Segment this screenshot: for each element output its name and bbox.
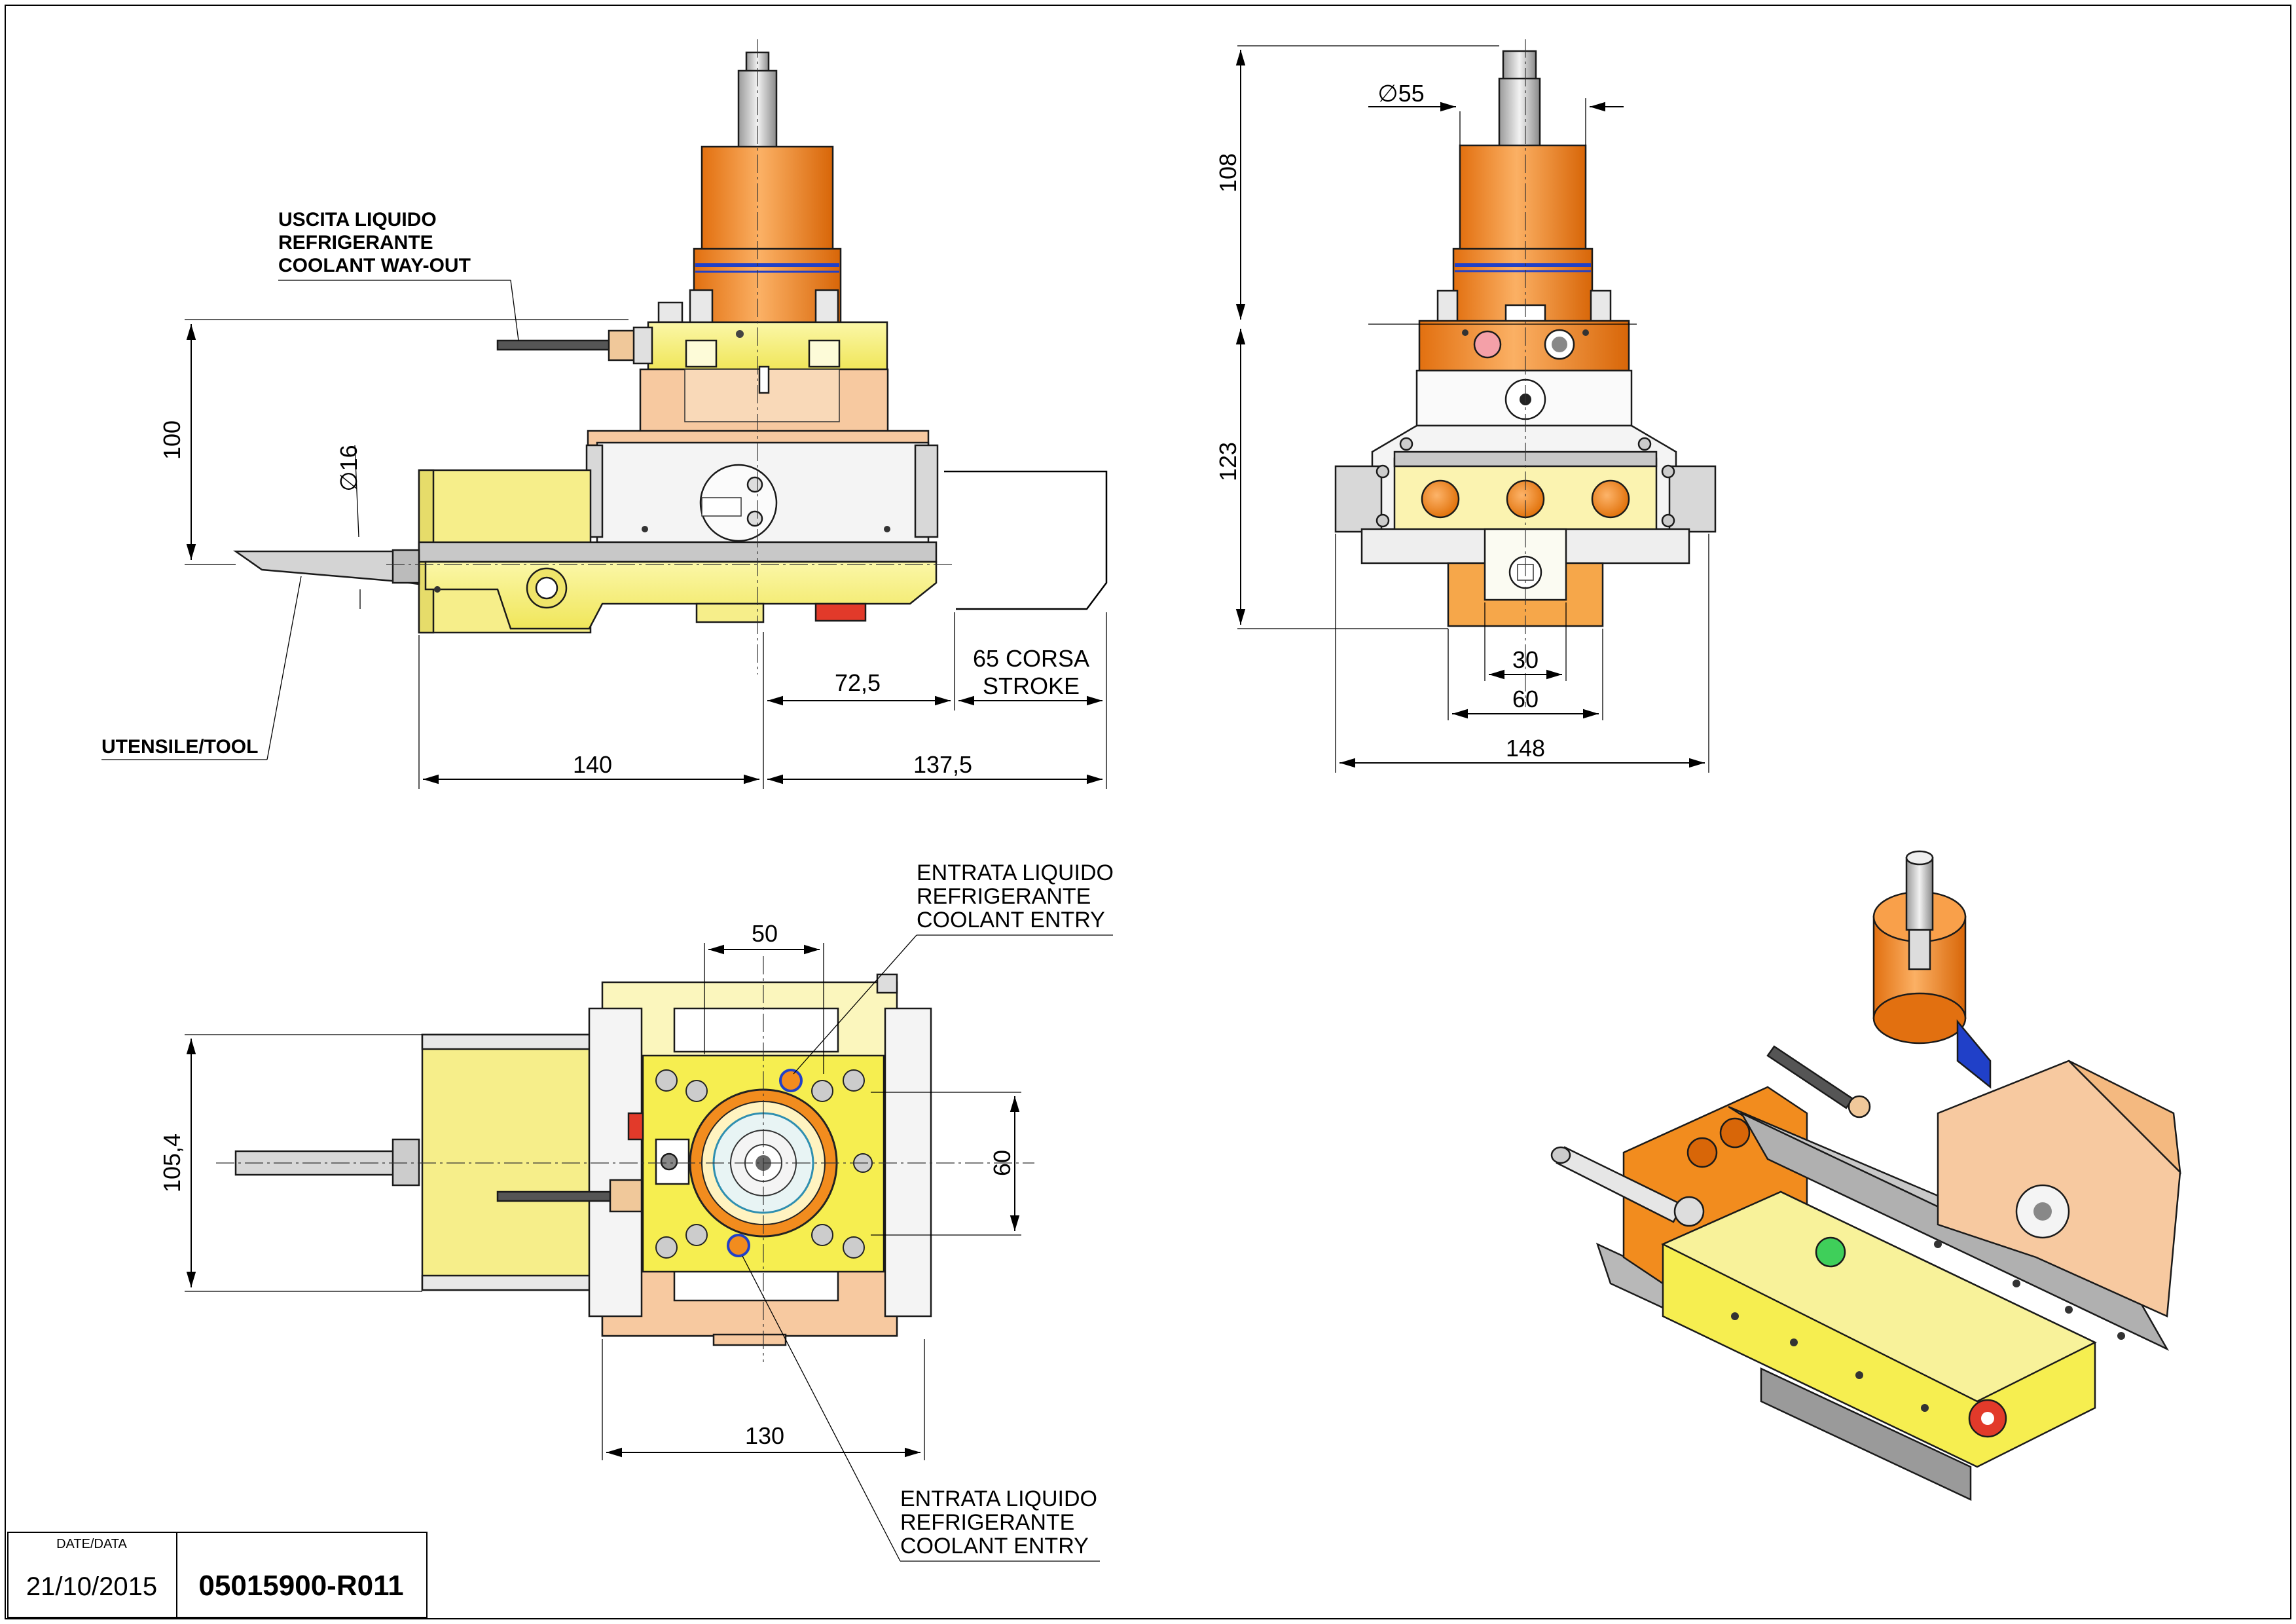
coolant-out-l1: USCITA LIQUIDO	[278, 209, 437, 231]
dim-front-30: 30	[1512, 646, 1539, 673]
motor-housing	[701, 145, 834, 259]
title-block: DATE/DATA 21/10/2015 05015900-R011	[7, 1532, 428, 1618]
dim-top-60: 60	[989, 1150, 1015, 1176]
coolant-in-bot-l2: REFRIGERANTE	[900, 1510, 1074, 1535]
dim-top-height: 105,4	[158, 1134, 185, 1192]
yellow-flange	[647, 321, 888, 371]
dim-side-diameter: ∅16	[335, 445, 362, 491]
coolant-in-top-l3: COOLANT ENTRY	[917, 908, 1105, 932]
coolant-entry-port-bottom	[727, 1234, 750, 1257]
coolant-out-pipe	[496, 339, 617, 351]
dim-front-width: 148	[1506, 735, 1545, 762]
coolant-port-red	[1473, 330, 1502, 359]
dim-front-body: 123	[1214, 442, 1241, 481]
drawing-code: 05015900-R011	[198, 1570, 403, 1602]
stroke-label-2: STROKE	[983, 673, 1080, 699]
dim-front-60: 60	[1512, 686, 1539, 712]
side-view: 100 ∅16 72,5 65 CORSA STROKE 140 137,5 U…	[101, 39, 1108, 789]
coolant-out-l3: COOLANT WAY-OUT	[278, 255, 471, 276]
iso-green-indicator	[1815, 1236, 1846, 1268]
dim-top-50: 50	[752, 920, 778, 947]
dim-side-mid: 72,5	[835, 669, 881, 696]
tool-label: UTENSILE/TOOL	[101, 736, 258, 758]
dim-side-left: 140	[573, 751, 612, 778]
red-nut	[814, 602, 867, 622]
dim-front-top: 108	[1214, 153, 1241, 193]
coolant-out-l2: REFRIGERANTE	[278, 232, 433, 253]
dim-side-height: 100	[158, 420, 185, 460]
dim-front-diameter: ∅55	[1377, 80, 1424, 107]
top-view: 50 105,4 60 130 ENTRATA LIQUIDO REFRIGER…	[158, 860, 1114, 1562]
coolant-in-top-l1: ENTRATA LIQUIDO	[917, 860, 1114, 885]
dim-side-right: 137,5	[913, 751, 972, 778]
slide-rail	[418, 541, 938, 563]
front-view: 108 123 ∅55 30 60 148	[1214, 39, 1717, 773]
coolant-entry-port-top	[779, 1069, 803, 1092]
dim-top-width: 130	[745, 1422, 784, 1449]
stroke-label-1: 65 CORSA	[973, 645, 1089, 672]
top-tool-holder	[421, 1033, 594, 1291]
tool-bit	[233, 550, 420, 585]
isometric-view	[1550, 850, 2181, 1501]
coolant-in-bot-l1: ENTRATA LIQUIDO	[900, 1486, 1097, 1511]
date-header: DATE/DATA	[56, 1537, 127, 1551]
coolant-in-bot-l3: COOLANT ENTRY	[900, 1534, 1089, 1559]
drawing-date: 21/10/2015	[26, 1572, 157, 1601]
front-motor	[1459, 144, 1587, 258]
coolant-in-top-l2: REFRIGERANTE	[917, 884, 1091, 909]
sheet-border	[5, 5, 2291, 1619]
